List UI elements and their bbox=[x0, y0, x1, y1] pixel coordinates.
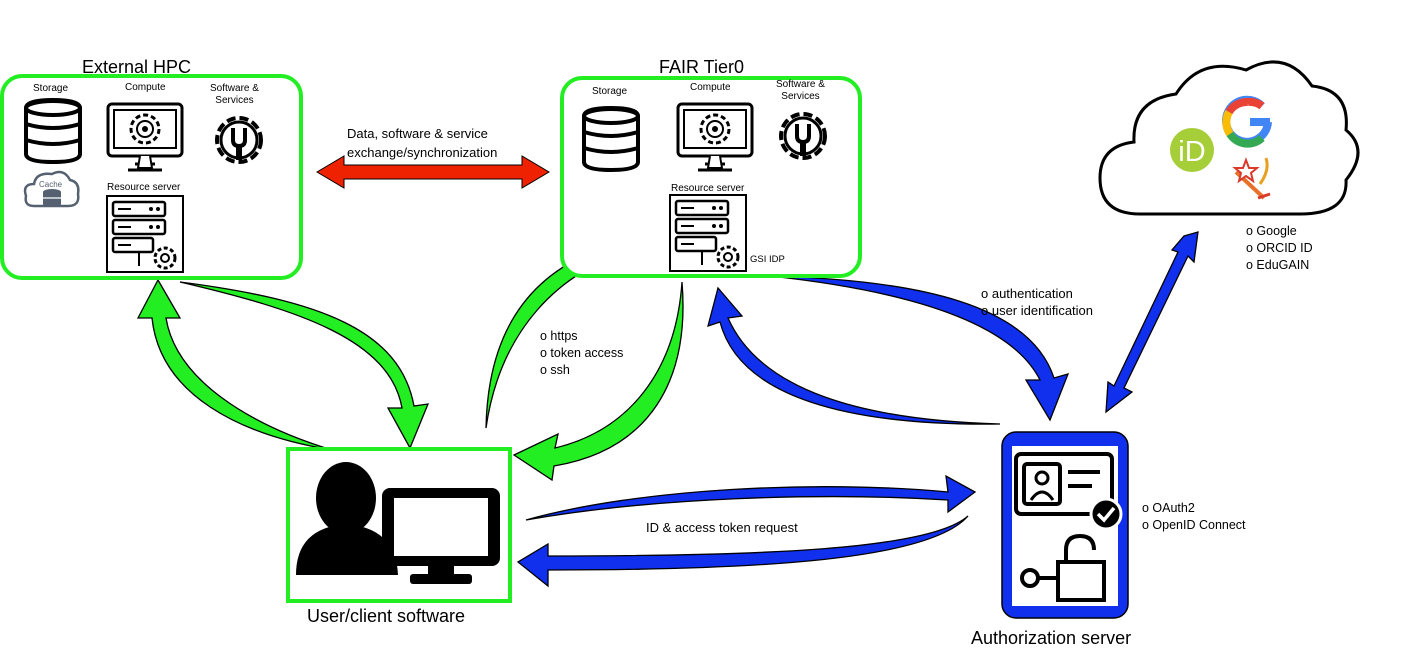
tier0-software-label-line2: Services bbox=[781, 90, 820, 102]
blue-double-arrow-auth-cloud bbox=[1105, 231, 1199, 414]
identity-providers-list: o Google o ORCID ID o EduGAIN bbox=[1246, 223, 1313, 274]
auth-item-authentication: o authentication bbox=[981, 286, 1073, 301]
hpc-cache-label: Cache bbox=[39, 180, 63, 189]
protocol-openid-connect: o OpenID Connect bbox=[1142, 518, 1246, 532]
fair-tier0-title: FAIR Tier0 bbox=[659, 57, 745, 77]
green-arrow-hpc-to-user bbox=[179, 281, 430, 450]
access-method-https: o https bbox=[540, 329, 578, 343]
hpc-storage-icon bbox=[24, 98, 82, 164]
auth-items-list: o authentication o user identification bbox=[981, 285, 1093, 319]
check-badge-icon bbox=[1089, 497, 1123, 531]
blue-arrow-user-to-auth bbox=[525, 474, 977, 521]
protocol-oauth2: o OAuth2 bbox=[1142, 501, 1195, 515]
access-methods-list: o https o token access o ssh bbox=[540, 328, 623, 379]
tier0-storage-label: Storage bbox=[592, 86, 628, 97]
hpc-software-label-line1: Software & bbox=[210, 83, 259, 94]
tier0-resource-server-icon bbox=[668, 193, 748, 273]
hpc-compute-label: Compute bbox=[125, 82, 166, 93]
idp-google: o Google bbox=[1246, 224, 1297, 238]
tier0-software-gear-icon bbox=[781, 114, 825, 158]
orcid-logo-icon: iD bbox=[1170, 128, 1214, 172]
edugain-logo-icon bbox=[1232, 157, 1271, 200]
gsi-idp-label: GSI IDP bbox=[750, 254, 785, 265]
idp-edugain: o EduGAIN bbox=[1246, 258, 1310, 272]
green-arrow-user-to-hpc bbox=[136, 278, 333, 451]
exchange-double-arrow bbox=[316, 155, 550, 189]
exchange-label-line1: Data, software & service bbox=[347, 126, 488, 141]
access-method-ssh: o ssh bbox=[540, 363, 570, 377]
blue-arrow-auth-to-tier0 bbox=[707, 286, 1001, 425]
idp-orcid: o ORCID ID bbox=[1246, 241, 1313, 255]
id-card-icon bbox=[1014, 452, 1114, 516]
google-logo-icon bbox=[1222, 95, 1272, 148]
svg-text:iD: iD bbox=[1178, 136, 1205, 168]
auth-item-user-identification: o user identification bbox=[981, 303, 1094, 318]
tier0-compute-label: Compute bbox=[690, 82, 731, 93]
external-hpc-title: External HPC bbox=[82, 57, 192, 77]
tier0-software-label: Software & Services bbox=[776, 79, 825, 102]
monitor-icon bbox=[382, 488, 500, 584]
user-client-label: User/client software bbox=[307, 606, 466, 626]
blue-arrow-tier0-to-auth bbox=[769, 275, 1070, 422]
access-method-token: o token access bbox=[540, 346, 624, 360]
exchange-label-line2: exchange/synchronization bbox=[347, 145, 498, 160]
blue-arrow-auth-to-user bbox=[516, 515, 969, 588]
authorization-server-label: Authorization server bbox=[971, 628, 1132, 648]
token-request-label: ID & access token request bbox=[646, 520, 798, 535]
tier0-resource-server-label: Resource server bbox=[671, 183, 745, 194]
tier0-software-label-line1: Software & bbox=[776, 79, 825, 90]
unlocked-key-icon bbox=[1020, 533, 1106, 602]
hpc-storage-label: Storage bbox=[33, 83, 69, 94]
tier0-storage-icon bbox=[582, 106, 640, 172]
hpc-software-label: Software & Services bbox=[210, 83, 259, 106]
green-arrow-tier0-to-user bbox=[512, 281, 684, 482]
hpc-software-gear-icon bbox=[217, 118, 261, 162]
hpc-software-label-line2: Services bbox=[215, 94, 254, 106]
hpc-resource-server-label: Resource server bbox=[107, 182, 181, 193]
protocols-list: o OAuth2 o OpenID Connect bbox=[1142, 500, 1246, 534]
hpc-resource-server-icon bbox=[105, 194, 185, 274]
user-silhouette-icon bbox=[296, 462, 398, 575]
hpc-cache-icon bbox=[23, 170, 80, 208]
